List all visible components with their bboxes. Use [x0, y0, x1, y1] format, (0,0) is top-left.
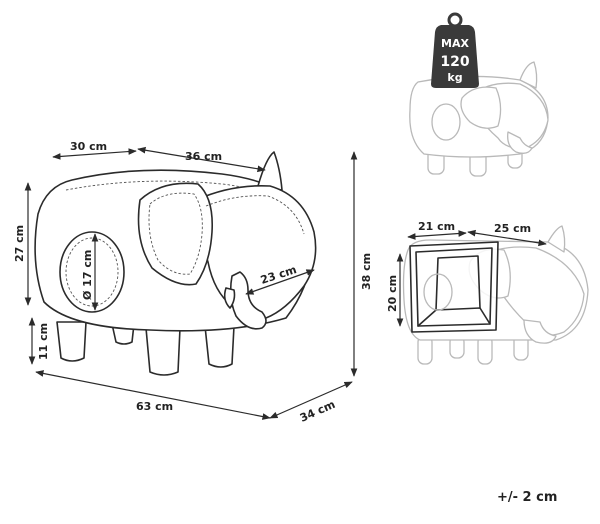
dim-line-inner-depth	[407, 230, 467, 240]
faint-trunk	[507, 131, 533, 154]
dim-inner-height: 20 cm	[386, 275, 399, 312]
weight-body	[431, 25, 479, 88]
tusk	[223, 287, 236, 309]
ear-back	[257, 151, 283, 191]
main-elephant-stool	[34, 151, 317, 376]
weight-label: MAX	[441, 37, 469, 50]
faint-hole	[431, 103, 461, 141]
dim-seat-length: 36 cm	[185, 150, 222, 163]
elephant-stool-icon	[409, 61, 549, 177]
dim-hole-diameter: Ø 17 cm	[81, 250, 94, 300]
tolerance-note: +/- 2 cm	[497, 490, 557, 505]
head-seam	[205, 195, 305, 235]
dim-line-total-length	[35, 370, 271, 420]
dim-leg-height: 11 cm	[37, 323, 50, 360]
ear-seam	[148, 192, 203, 275]
storage-box-back	[435, 255, 481, 311]
dim-line-total-depth	[269, 381, 353, 419]
dim-body-height: 27 cm	[13, 225, 26, 262]
side-hole	[59, 231, 125, 313]
weight-capacity-view: MAX 120 kg	[409, 12, 549, 177]
weight-icon: MAX 120 kg	[431, 12, 479, 88]
storage-trunk	[523, 319, 557, 344]
storage-view: 21 cm 25 cm 20 cm	[386, 220, 589, 365]
leg-front-left	[145, 327, 181, 376]
faint-ear	[460, 86, 502, 129]
dim-total-depth: 34 cm	[298, 398, 337, 425]
elephant-ear	[137, 182, 214, 286]
weight-handle	[447, 12, 463, 28]
leg-front-right	[204, 325, 235, 368]
storage-box	[409, 241, 499, 333]
leg-back-left	[56, 321, 87, 362]
storage-ear-back	[547, 225, 566, 253]
faint-ear-back	[519, 61, 538, 89]
weight-unit: kg	[447, 71, 462, 84]
dim-inner-depth: 21 cm	[418, 220, 455, 233]
dim-total-length: 63 cm	[136, 400, 173, 413]
dim-inner-length: 25 cm	[494, 222, 531, 235]
storage-hole	[423, 273, 453, 311]
dim-line-inner-length	[467, 229, 547, 247]
storage-box-floor	[417, 307, 491, 327]
weight-value: 120	[440, 54, 469, 70]
dim-line-seat-depth	[52, 148, 137, 160]
dim-total-height: 38 cm	[360, 253, 373, 290]
dim-line-head-width	[245, 269, 315, 295]
dim-seat-depth: 30 cm	[70, 140, 107, 153]
dim-line-seat-length	[137, 146, 266, 173]
